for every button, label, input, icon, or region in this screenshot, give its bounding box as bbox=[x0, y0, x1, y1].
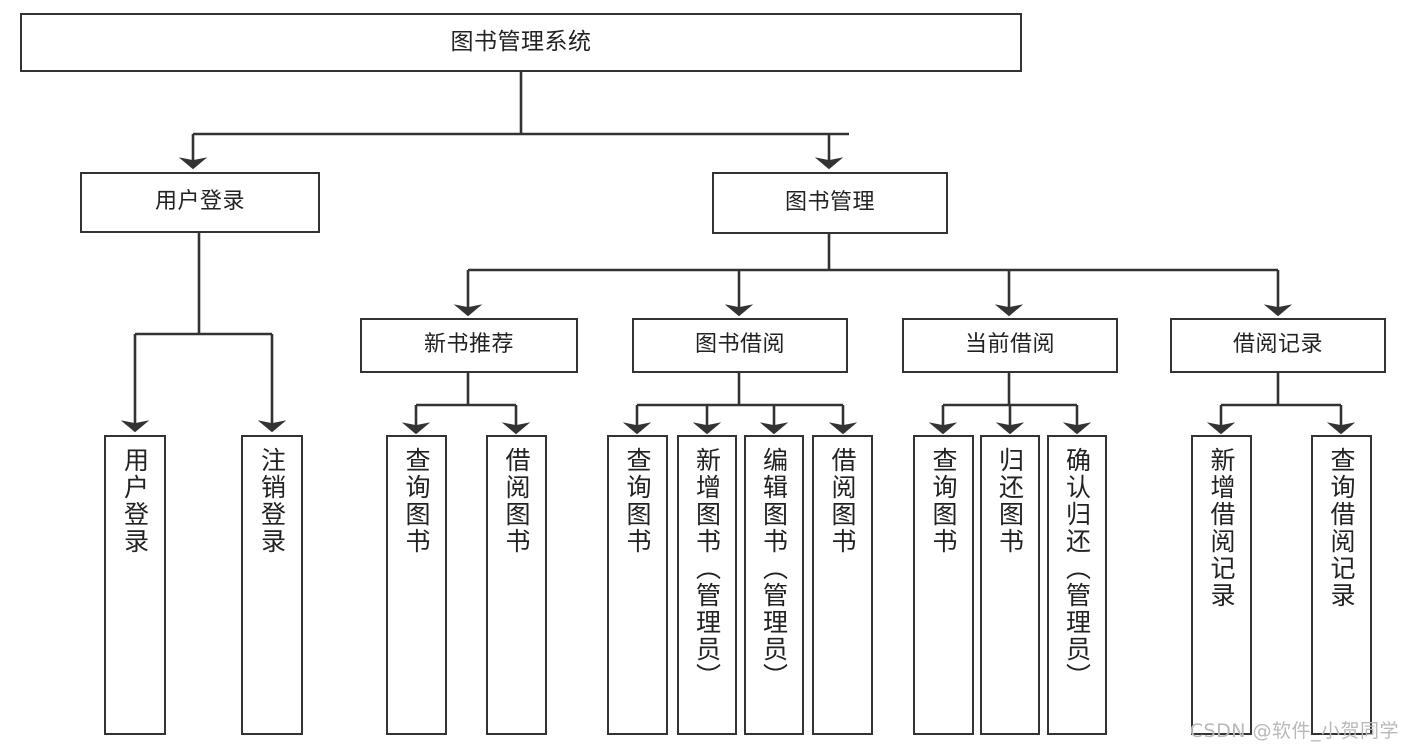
watermark-text: CSDN @软件_小贺同学 bbox=[1189, 720, 1399, 742]
node-label: 新书推荐 bbox=[423, 332, 514, 358]
node-book-management[interactable]: 图书管理 bbox=[712, 172, 948, 234]
node-label: 查询借阅记录 bbox=[1327, 447, 1356, 609]
leaf-borrow-book-1[interactable]: 借阅图书 bbox=[486, 435, 547, 735]
node-label: 借阅记录 bbox=[1232, 332, 1323, 358]
node-label: 图书管理系统 bbox=[450, 28, 592, 55]
node-label: 新增借阅记录 bbox=[1207, 447, 1236, 609]
node-label: 当前借阅 bbox=[964, 332, 1055, 358]
node-label: 确认归还（管理员） bbox=[1062, 447, 1092, 690]
leaf-confirm-return-admin[interactable]: 确认归还（管理员） bbox=[1047, 435, 1107, 735]
node-label: 查询图书 bbox=[402, 447, 431, 555]
node-label: 编辑图书（管理员） bbox=[759, 447, 789, 690]
node-label: 查询图书 bbox=[929, 447, 958, 555]
leaf-borrow-book-2[interactable]: 借阅图书 bbox=[812, 435, 873, 735]
leaf-query-borrow-record[interactable]: 查询借阅记录 bbox=[1311, 435, 1372, 735]
leaf-add-borrow-record[interactable]: 新增借阅记录 bbox=[1191, 435, 1252, 735]
node-root-system[interactable]: 图书管理系统 bbox=[20, 13, 1022, 72]
node-label: 图书管理 bbox=[784, 189, 875, 215]
leaf-return-book[interactable]: 归还图书 bbox=[980, 435, 1040, 735]
node-label: 借阅图书 bbox=[828, 447, 857, 555]
leaf-user-login[interactable]: 用户登录 bbox=[104, 435, 166, 735]
leaf-logout[interactable]: 注销登录 bbox=[241, 435, 303, 735]
node-book-borrow[interactable]: 图书借阅 bbox=[632, 318, 848, 373]
node-label: 查询图书 bbox=[623, 447, 652, 555]
node-label: 图书借阅 bbox=[694, 332, 785, 358]
leaf-edit-book-admin[interactable]: 编辑图书（管理员） bbox=[744, 435, 804, 735]
node-label: 借阅图书 bbox=[502, 447, 531, 555]
node-current-borrow[interactable]: 当前借阅 bbox=[902, 318, 1118, 373]
node-label: 用户登录 bbox=[154, 189, 245, 215]
leaf-query-book-1[interactable]: 查询图书 bbox=[386, 435, 447, 735]
node-label: 新增图书（管理员） bbox=[692, 447, 722, 690]
leaf-add-book-admin[interactable]: 新增图书（管理员） bbox=[677, 435, 737, 735]
node-label: 注销登录 bbox=[257, 447, 287, 555]
leaf-query-book-3[interactable]: 查询图书 bbox=[913, 435, 974, 735]
node-user-login[interactable]: 用户登录 bbox=[80, 172, 320, 233]
node-label: 用户登录 bbox=[120, 447, 150, 555]
node-borrow-record[interactable]: 借阅记录 bbox=[1170, 318, 1386, 373]
leaf-query-book-2[interactable]: 查询图书 bbox=[607, 435, 668, 735]
node-label: 归还图书 bbox=[995, 447, 1025, 555]
node-new-book-recommend[interactable]: 新书推荐 bbox=[360, 318, 578, 373]
